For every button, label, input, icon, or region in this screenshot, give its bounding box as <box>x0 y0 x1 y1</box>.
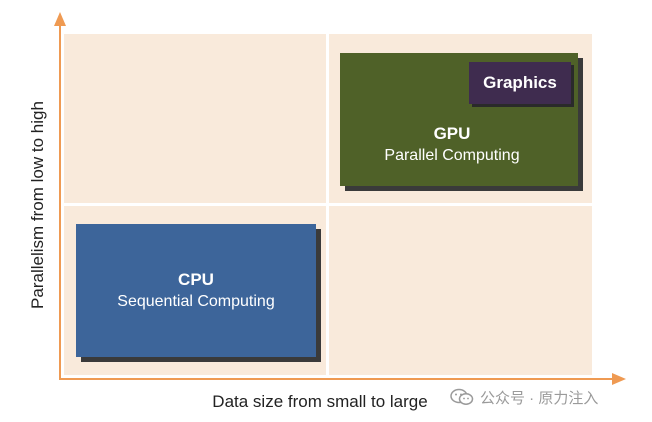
gpu-subtitle: Parallel Computing <box>384 147 520 164</box>
watermark-text: 公众号 · 原力注入 <box>480 389 599 407</box>
y-axis-arrow-icon <box>54 12 66 26</box>
watermark: 公众号 · 原力注入 <box>450 386 598 408</box>
x-axis-label: Data size from small to large <box>212 392 428 411</box>
y-axis-line <box>59 24 61 380</box>
cpu-box: CPU Sequential Computing <box>76 224 316 357</box>
x-axis-arrow-icon <box>612 373 626 385</box>
graphics-box: Graphics <box>469 62 571 104</box>
gpu-text-group: GPU Parallel Computing <box>362 123 542 167</box>
graphics-label: Graphics <box>483 73 557 92</box>
horizontal-divider <box>64 203 592 206</box>
cpu-subtitle: Sequential Computing <box>117 292 275 310</box>
cpu-title: CPU <box>178 269 214 289</box>
wechat-icon <box>450 388 474 405</box>
y-axis-label: Parallelism from low to high <box>28 101 47 309</box>
gpu-title: GPU <box>433 124 471 143</box>
x-axis-line <box>59 378 615 380</box>
